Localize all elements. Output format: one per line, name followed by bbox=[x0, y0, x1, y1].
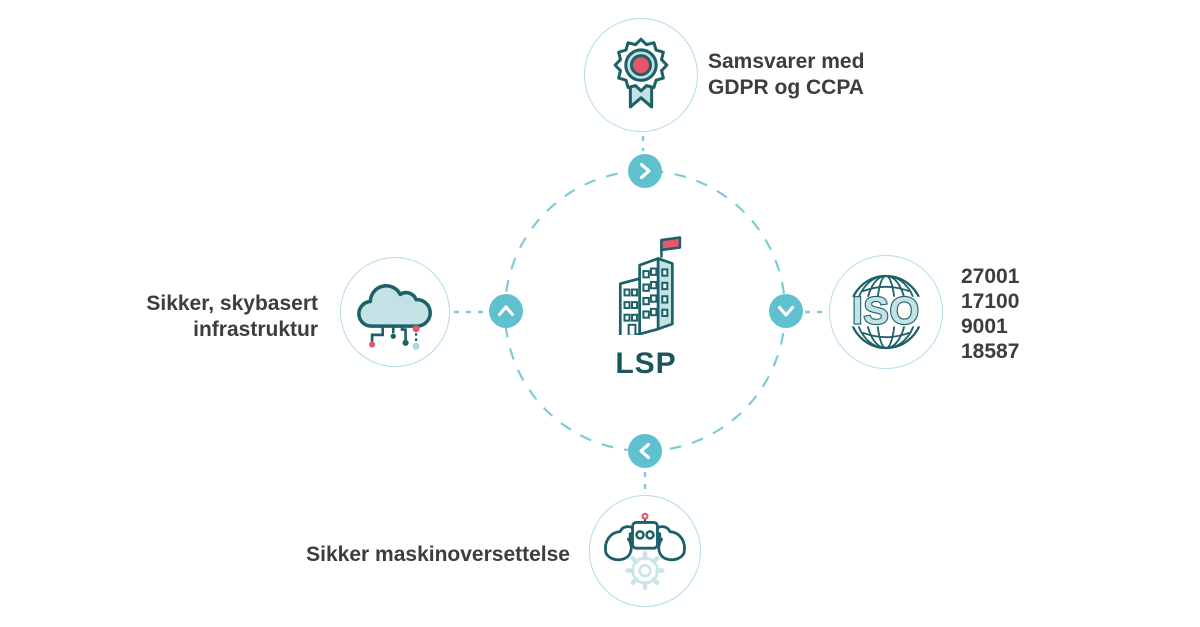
label-line: Samsvarer med bbox=[708, 50, 865, 73]
secure-cloud-icon bbox=[357, 284, 432, 350]
award-rosette-icon bbox=[613, 37, 669, 109]
node-gdpr-ccpa bbox=[584, 18, 698, 132]
iso-number: 9001 bbox=[961, 315, 1008, 338]
hub-label-lsp: LSP bbox=[615, 347, 677, 380]
iso-number: 18587 bbox=[961, 340, 1020, 363]
building-flag-icon bbox=[618, 236, 682, 335]
node-machine-translation bbox=[589, 495, 701, 607]
label-gdpr-ccpa: Samsvarer med GDPR og CCPA bbox=[708, 49, 864, 101]
label-line: infrastruktur bbox=[193, 318, 318, 341]
label-line: Sikker, skybasert bbox=[146, 292, 318, 315]
label-cloud-infra: Sikker, skybasert infrastruktur bbox=[146, 291, 318, 343]
label-machine-translation: Sikker maskinoversettelse bbox=[306, 543, 570, 566]
iso-number: 27001 bbox=[961, 265, 1020, 288]
label-iso-numbers: 27001 17100 9001 18587 bbox=[961, 264, 1019, 364]
chevron-down-icon bbox=[769, 294, 803, 328]
iso-globe-text: ISO bbox=[852, 291, 920, 333]
chevron-left-icon bbox=[628, 434, 662, 468]
chevron-right-icon bbox=[628, 154, 662, 188]
node-iso: ISO bbox=[829, 255, 943, 369]
iso-globe-icon: ISO bbox=[841, 274, 931, 350]
iso-number: 17100 bbox=[961, 290, 1020, 313]
chevron-up-icon bbox=[489, 294, 523, 328]
node-cloud-infra bbox=[340, 257, 450, 367]
strong-robot-icon bbox=[604, 512, 686, 590]
label-line: GDPR og CCPA bbox=[708, 76, 864, 99]
